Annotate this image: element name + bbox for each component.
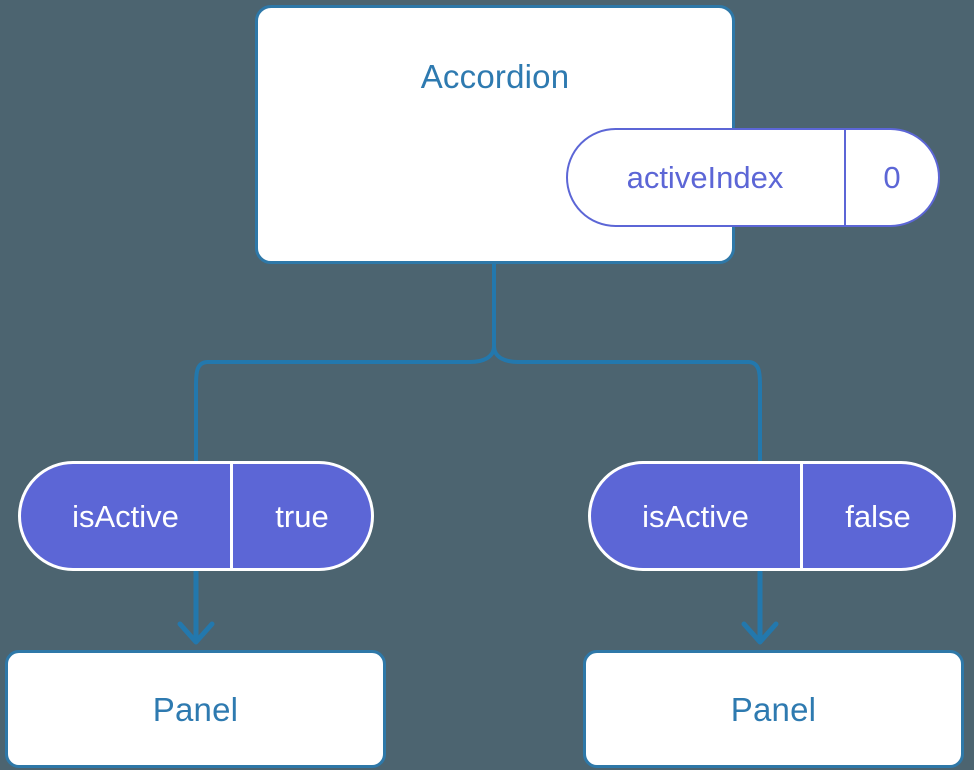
panel-component-box-left[interactable]: Panel <box>5 650 386 768</box>
panel-component-box-right[interactable]: Panel <box>583 650 964 768</box>
tree-connector-path <box>194 262 496 463</box>
accordion-component-box[interactable]: Accordion activeIndex 0 <box>255 5 940 264</box>
state-pill-value: 0 <box>883 160 901 195</box>
prop-pill-key: isActive <box>21 464 233 568</box>
prop-pill-value: true <box>275 498 329 534</box>
state-pill-key: activeIndex <box>568 130 846 225</box>
prop-pill-key: isActive <box>591 464 803 568</box>
tree-connector-path-right <box>492 344 762 463</box>
accordion-title: Accordion <box>420 58 570 95</box>
panel-title: Panel <box>730 690 817 728</box>
arrow-head-left <box>177 621 215 645</box>
prop-pill-is-active-false[interactable]: isActive false <box>588 461 956 571</box>
panel-title: Panel <box>152 690 239 728</box>
prop-pill-value: false <box>845 498 911 534</box>
state-pill-active-index[interactable]: activeIndex 0 <box>566 128 940 227</box>
arrow-head-right <box>741 621 779 645</box>
prop-pill-is-active-true[interactable]: isActive true <box>18 461 374 571</box>
